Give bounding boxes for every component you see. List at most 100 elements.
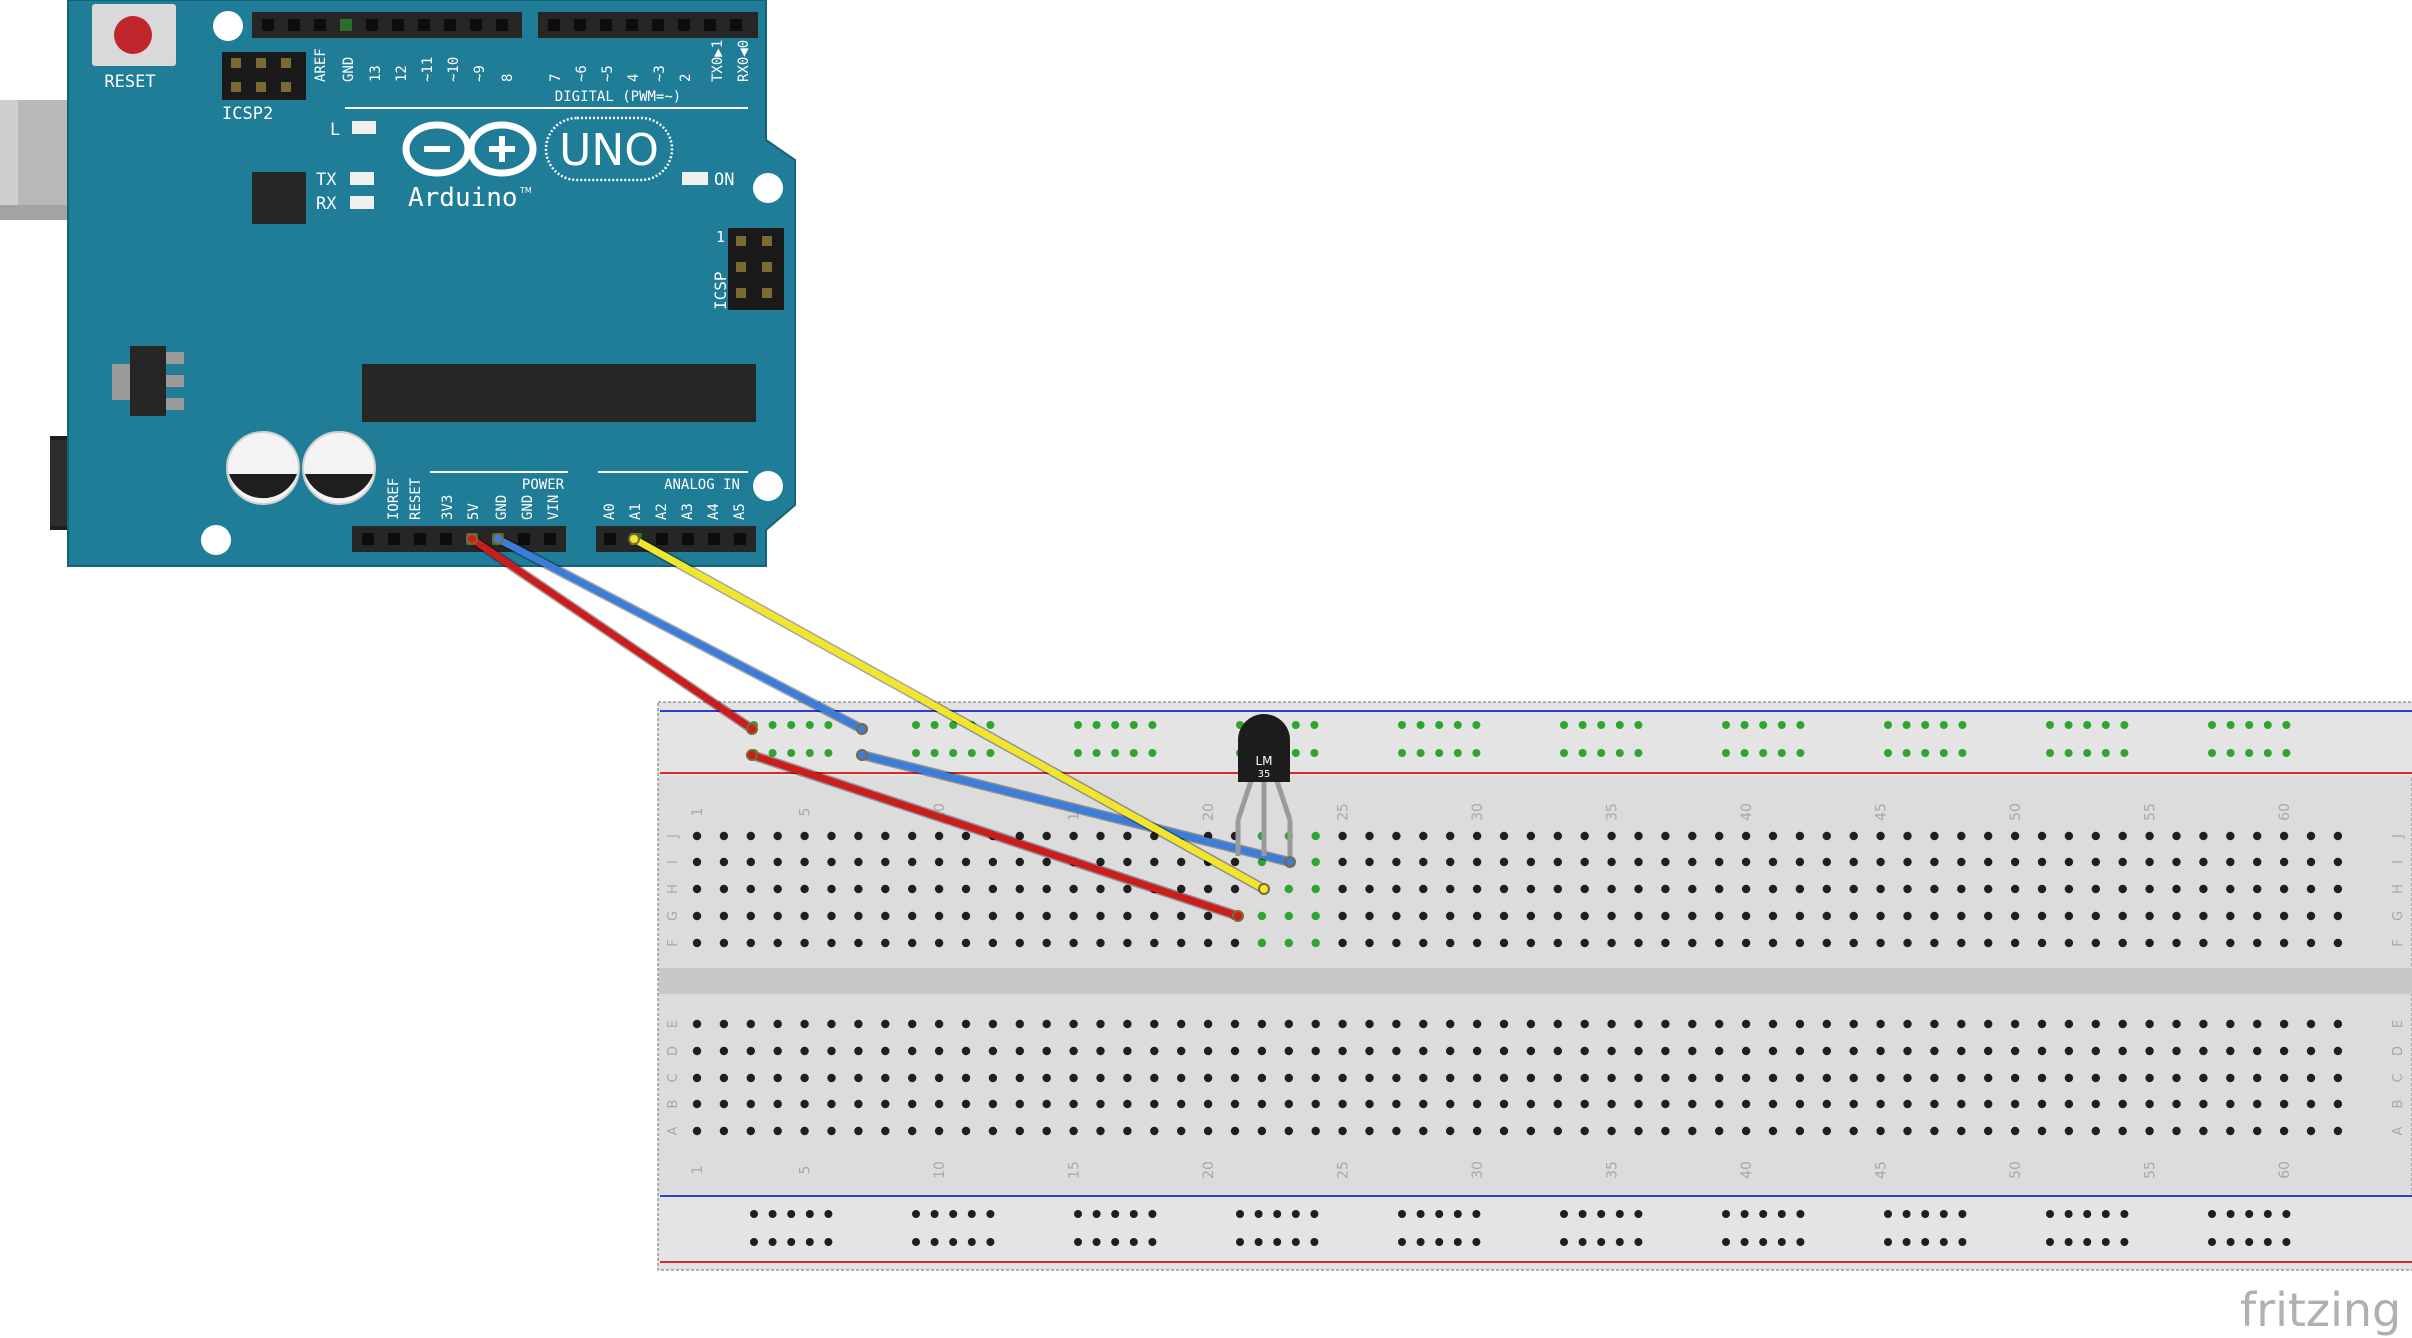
- breadboard-hole[interactable]: [746, 884, 755, 894]
- power-rail-hole[interactable]: [1777, 721, 1786, 729]
- breadboard-hole[interactable]: [719, 1099, 729, 1109]
- power-rail-hole[interactable]: [1902, 721, 1911, 729]
- breadboard-hole[interactable]: [1607, 1073, 1616, 1083]
- breadboard-hole[interactable]: [2064, 1099, 2074, 1109]
- power-rail-hole[interactable]: [1722, 1210, 1730, 1218]
- breadboard-hole[interactable]: [1015, 857, 1024, 867]
- power-rail-hole[interactable]: [1435, 721, 1444, 729]
- breadboard-hole[interactable]: [1311, 938, 1320, 948]
- breadboard-hole[interactable]: [827, 1019, 836, 1029]
- breadboard-hole[interactable]: [1580, 1019, 1589, 1029]
- breadboard-hole[interactable]: [1042, 1073, 1051, 1083]
- power-rail-hole[interactable]: [1310, 1238, 1319, 1246]
- breadboard-hole[interactable]: [1096, 1126, 1105, 1136]
- breadboard-hole[interactable]: [1284, 1073, 1294, 1083]
- breadboard-hole[interactable]: [1123, 938, 1132, 948]
- breadboard-hole[interactable]: [988, 1099, 998, 1109]
- power-rail-hole[interactable]: [1398, 749, 1406, 757]
- breadboard-hole[interactable]: [1419, 1126, 1428, 1136]
- breadboard-hole[interactable]: [1607, 938, 1616, 948]
- breadboard-hole[interactable]: [1123, 831, 1132, 841]
- power-rail-hole[interactable]: [1902, 1238, 1911, 1246]
- breadboard-hole[interactable]: [1203, 1126, 1213, 1136]
- breadboard-hole[interactable]: [773, 911, 782, 921]
- breadboard-hole[interactable]: [1957, 1046, 1966, 1056]
- breadboard-hole[interactable]: [1096, 911, 1105, 921]
- breadboard-hole[interactable]: [854, 1046, 863, 1056]
- breadboard-hole[interactable]: [1661, 884, 1670, 894]
- breadboard-hole[interactable]: [2118, 857, 2127, 867]
- power-rail-hole[interactable]: [1740, 749, 1749, 757]
- power-rail-hole[interactable]: [1273, 1210, 1282, 1218]
- wire-end[interactable]: [466, 533, 478, 545]
- breadboard-hole[interactable]: [1957, 938, 1966, 948]
- breadboard-hole[interactable]: [988, 857, 998, 867]
- breadboard-hole[interactable]: [1365, 911, 1374, 921]
- power-rail-hole[interactable]: [2120, 749, 2129, 757]
- breadboard-hole[interactable]: [1392, 1073, 1401, 1083]
- breadboard-hole[interactable]: [2333, 1073, 2343, 1083]
- breadboard-hole[interactable]: [2037, 1099, 2047, 1109]
- breadboard-hole[interactable]: [1015, 884, 1024, 894]
- breadboard-hole[interactable]: [1741, 1126, 1751, 1136]
- power-rail-hole[interactable]: [1074, 1238, 1082, 1246]
- wire-gnd[interactable]: [494, 535, 866, 733]
- breadboard-hole[interactable]: [854, 1073, 863, 1083]
- breadboard-hole[interactable]: [1446, 911, 1455, 921]
- breadboard-hole[interactable]: [827, 831, 836, 841]
- breadboard-hole[interactable]: [1903, 1046, 1912, 1056]
- breadboard-hole[interactable]: [1795, 1126, 1805, 1136]
- breadboard-hole[interactable]: [1876, 857, 1885, 867]
- breadboard-hole[interactable]: [1203, 1019, 1213, 1029]
- breadboard-hole[interactable]: [1123, 1073, 1132, 1083]
- breadboard-hole[interactable]: [800, 1046, 809, 1056]
- reset-button-cap[interactable]: [114, 16, 152, 54]
- breadboard-hole[interactable]: [1177, 1073, 1186, 1083]
- power-rail-hole[interactable]: [805, 1238, 814, 1246]
- header-socket[interactable]: [288, 19, 300, 31]
- breadboard-hole[interactable]: [2279, 1099, 2289, 1109]
- breadboard-hole[interactable]: [773, 1073, 782, 1083]
- breadboard-hole[interactable]: [2306, 1126, 2316, 1136]
- power-rail-hole[interactable]: [1578, 1238, 1587, 1246]
- breadboard-hole[interactable]: [1311, 1046, 1320, 1056]
- power-rail-hole[interactable]: [1416, 1238, 1425, 1246]
- breadboard-hole[interactable]: [1849, 1126, 1858, 1136]
- breadboard-hole[interactable]: [692, 1099, 702, 1109]
- power-rail-hole[interactable]: [2046, 721, 2054, 729]
- power-rail-hole[interactable]: [1291, 1210, 1300, 1218]
- power-rail-hole[interactable]: [1129, 1238, 1138, 1246]
- breadboard-hole[interactable]: [1957, 831, 1966, 841]
- header-socket[interactable]: [656, 533, 668, 545]
- breadboard-hole[interactable]: [1284, 1126, 1294, 1136]
- power-rail-hole[interactable]: [1921, 721, 1930, 729]
- power-rail-hole[interactable]: [986, 1210, 995, 1218]
- power-rail-hole[interactable]: [805, 749, 814, 757]
- breadboard-hole[interactable]: [1150, 938, 1159, 948]
- breadboard-hole[interactable]: [1123, 1099, 1132, 1109]
- power-rail-hole[interactable]: [750, 1238, 758, 1246]
- breadboard-hole[interactable]: [1230, 1099, 1240, 1109]
- breadboard-hole[interactable]: [988, 938, 998, 948]
- power-rail-hole[interactable]: [1796, 1210, 1805, 1218]
- breadboard-hole[interactable]: [1849, 1073, 1858, 1083]
- power-rail-hole[interactable]: [2208, 749, 2216, 757]
- breadboard-hole[interactable]: [1903, 1073, 1912, 1083]
- wire-end[interactable]: [856, 723, 868, 735]
- power-rail-hole[interactable]: [1884, 749, 1892, 757]
- power-rail-hole[interactable]: [2263, 721, 2272, 729]
- breadboard-hole[interactable]: [1768, 938, 1778, 948]
- breadboard-hole[interactable]: [1284, 938, 1294, 948]
- breadboard-hole[interactable]: [2306, 831, 2316, 841]
- power-rail-hole[interactable]: [1254, 1210, 1263, 1218]
- power-rail-hole[interactable]: [1634, 1238, 1643, 1246]
- breadboard-hole[interactable]: [1365, 831, 1374, 841]
- breadboard-hole[interactable]: [1365, 1126, 1374, 1136]
- breadboard-hole[interactable]: [1257, 1073, 1267, 1083]
- breadboard-hole[interactable]: [2279, 857, 2289, 867]
- power-rail-hole[interactable]: [1148, 1238, 1157, 1246]
- breadboard-hole[interactable]: [1957, 1126, 1966, 1136]
- power-rail-hole[interactable]: [2064, 749, 2073, 757]
- header-socket[interactable]: [340, 19, 352, 31]
- breadboard-hole[interactable]: [2253, 938, 2262, 948]
